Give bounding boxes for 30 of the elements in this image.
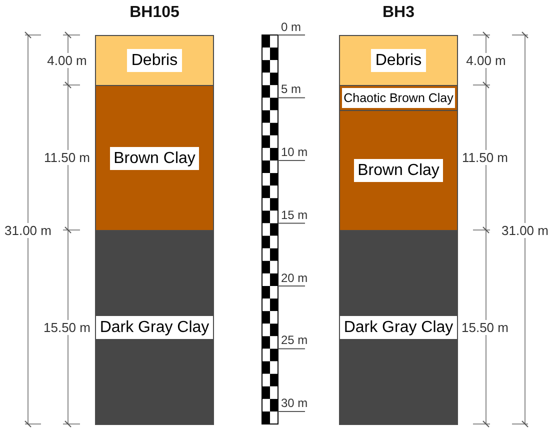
- layer-label: Debris: [371, 49, 426, 72]
- layer-label: Chaotic Brown Clay: [342, 88, 456, 108]
- layer-label: Brown Clay: [110, 146, 200, 170]
- soil-layer: [95, 35, 214, 86]
- scale-label: 0 m: [281, 20, 302, 34]
- layer-label: Dark Gray Clay: [96, 316, 214, 339]
- borehole-title: BH105: [130, 4, 180, 22]
- dimension-label: 11.50 m: [460, 150, 509, 164]
- scale-label: 20 m: [281, 272, 308, 284]
- layer-label: Dark Gray Clay: [340, 316, 458, 339]
- soil-layer: [95, 85, 214, 231]
- dimension-label: 15.50 m: [42, 320, 92, 334]
- borehole-title: BH3: [382, 4, 414, 22]
- scale-label: 25 m: [281, 334, 308, 348]
- dimension-label: 4.00 m: [46, 52, 88, 68]
- soil-layer: [95, 230, 214, 425]
- soil-layer: [339, 110, 458, 231]
- dimension-label: 31.00 m: [500, 222, 550, 238]
- scale-label: 30 m: [281, 397, 308, 410]
- dimension-label: 11.50 m: [42, 150, 91, 164]
- layer-label: Brown Clay: [354, 159, 444, 182]
- scale-label: 10 m: [281, 146, 308, 159]
- scale-label: 5 m: [281, 83, 302, 96]
- scale-label: 15 m: [281, 208, 308, 222]
- soil-layer: [339, 230, 458, 425]
- dimension-label: 15.50 m: [460, 320, 510, 334]
- soil-layer: [339, 35, 458, 86]
- layer-label: Debris: [127, 49, 182, 72]
- dimension-label: 31.00 m: [4, 222, 52, 238]
- dimension-label: 4.00 m: [465, 52, 507, 68]
